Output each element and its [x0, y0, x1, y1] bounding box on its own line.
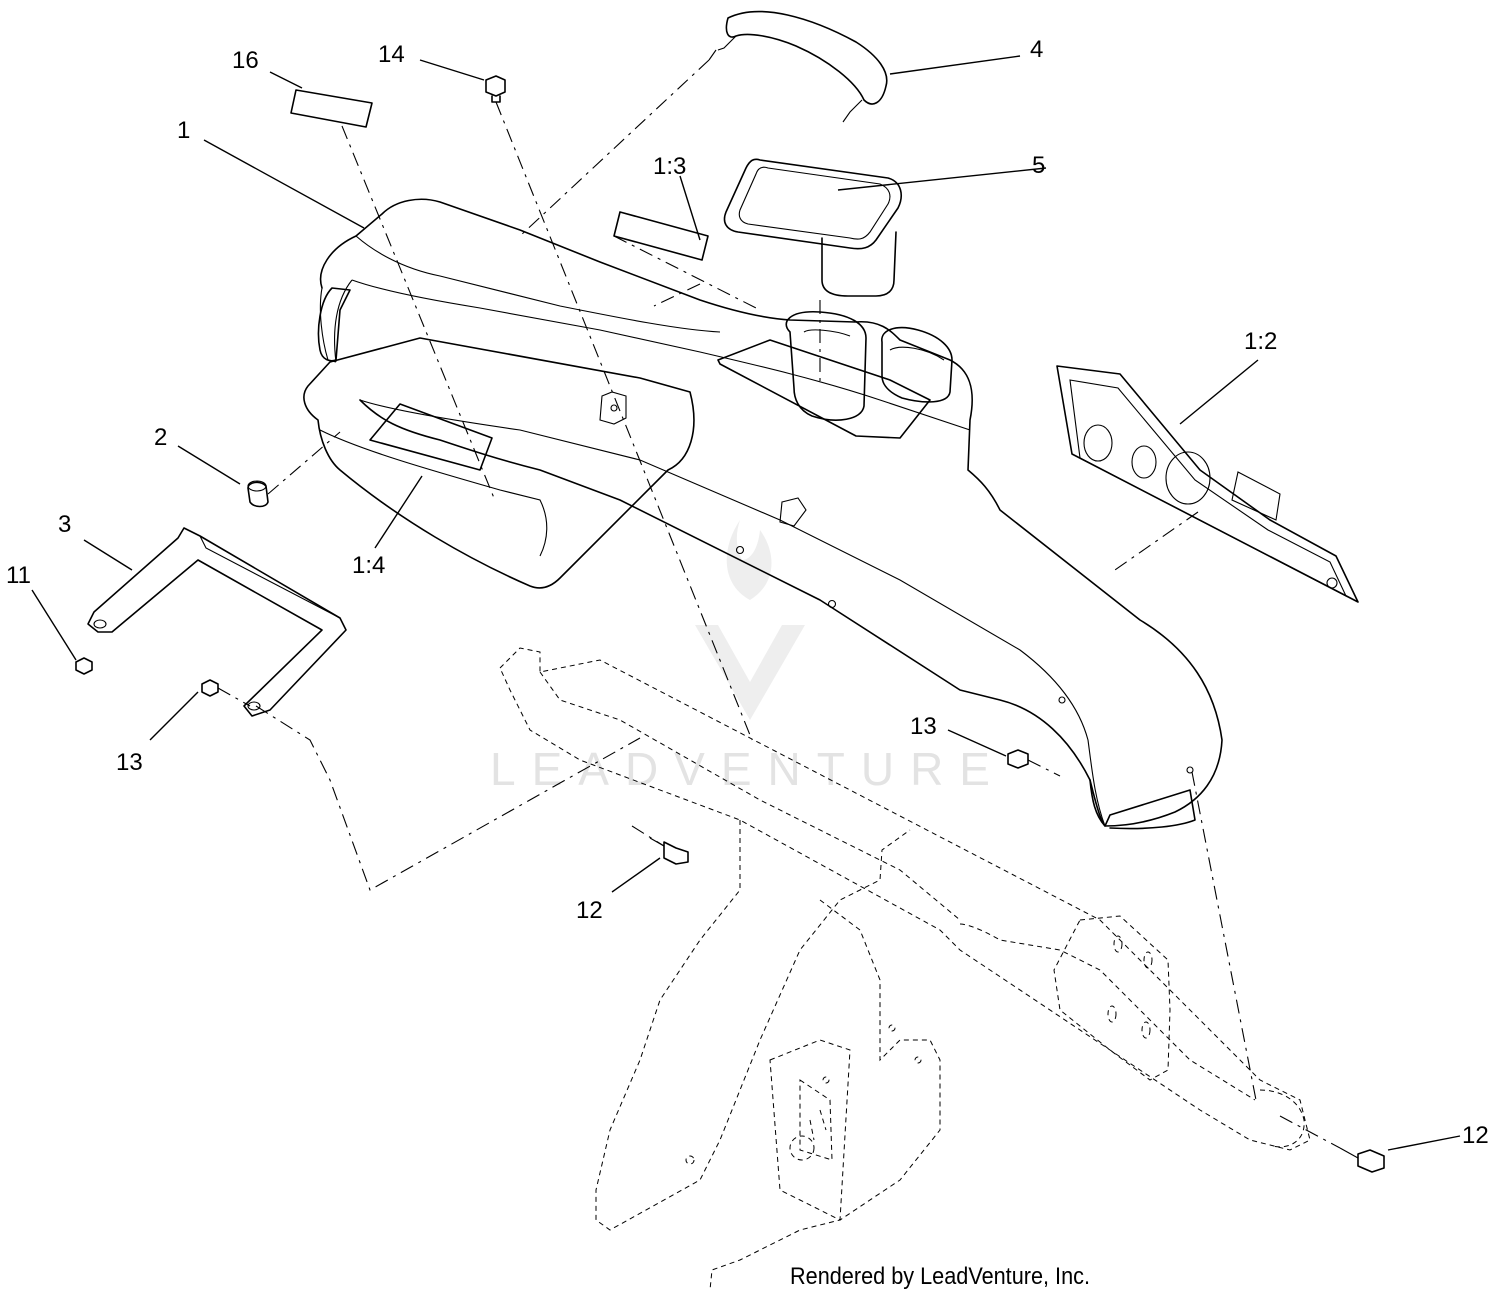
callout-11: 11 [6, 562, 31, 589]
callout-13-left: 13 [116, 749, 143, 776]
leader-lines [31, 55, 1461, 1151]
nut-13-left [201, 679, 219, 697]
cover-5 [723, 158, 902, 297]
render-credit: Rendered by LeadVenture, Inc. [790, 1263, 1090, 1290]
callout-1-2: 1:2 [1244, 328, 1277, 355]
callout-14: 14 [378, 41, 405, 68]
callout-12-right: 12 [1462, 1122, 1489, 1149]
bolt-12-right [1339, 1147, 1385, 1173]
handle-4 [708, 10, 888, 123]
bolt-12-center [649, 837, 689, 865]
instrument-decal-1-2 [1056, 365, 1359, 603]
callout-1-4: 1:4 [352, 552, 385, 579]
bolt-14 [485, 75, 506, 103]
assembly-lines [217, 59, 1341, 1149]
callout-3: 3 [58, 511, 71, 538]
callout-12-center: 12 [576, 897, 603, 924]
decal-1-4 [369, 403, 493, 471]
nut-11 [75, 657, 93, 675]
decal-1-3 [613, 211, 709, 261]
callout-4: 4 [1030, 36, 1043, 63]
callout-2: 2 [154, 424, 167, 451]
bracket-3 [87, 527, 347, 717]
spacer-2 [247, 480, 269, 508]
decal-16 [290, 89, 373, 128]
watermark-logo-icon [695, 520, 805, 720]
callout-1-3: 1:3 [653, 153, 686, 180]
nut-13-right [1007, 749, 1029, 769]
watermark-text: LEADVENTURE [490, 743, 1006, 795]
callout-13-right: 13 [910, 713, 937, 740]
callout-5: 5 [1032, 152, 1045, 179]
callout-1: 1 [177, 117, 190, 144]
console-shroud-1 [303, 198, 1223, 830]
callout-16: 16 [232, 47, 259, 74]
frame-assembly [499, 647, 1311, 1291]
